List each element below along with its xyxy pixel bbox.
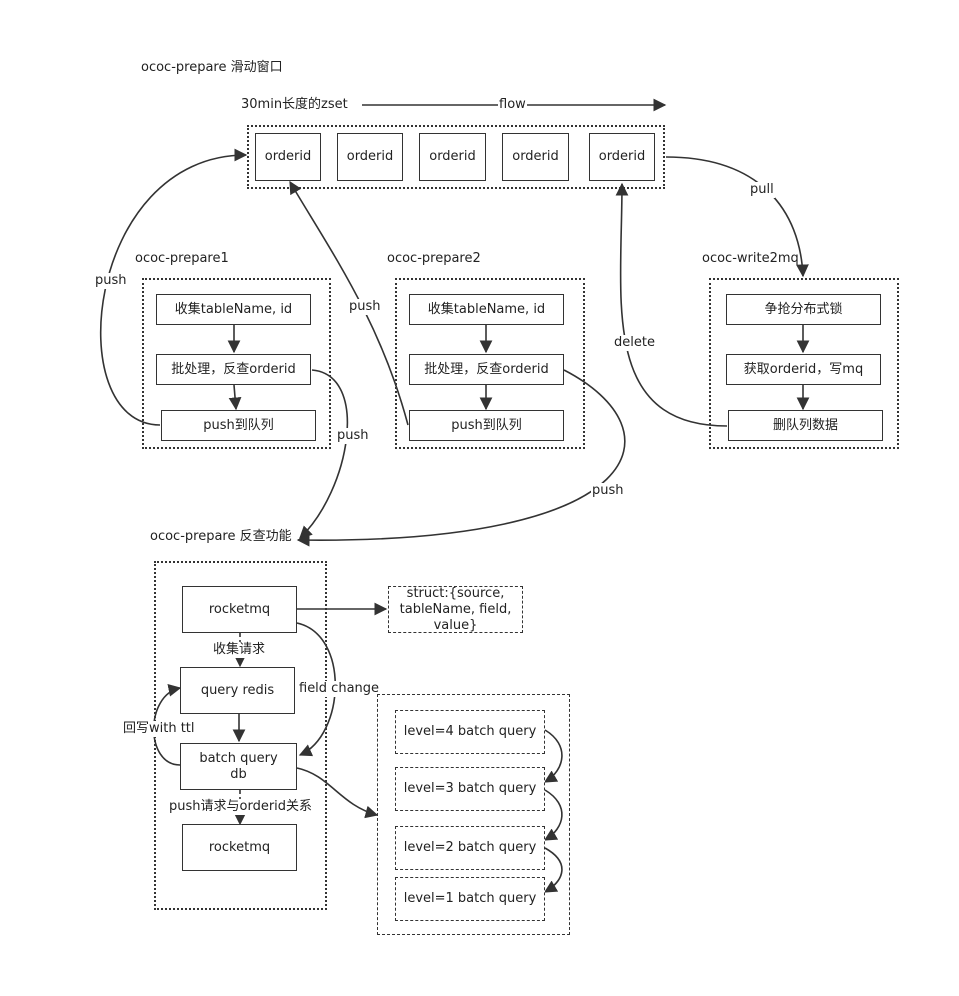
prepare1-batch-node: 批处理，反查orderid (156, 354, 311, 385)
zset-label: 30min长度的zset (241, 97, 348, 112)
sliding-window-title: ococ-prepare 滑动窗口 (141, 60, 283, 75)
push-left-label: push (94, 273, 128, 289)
flow-label: flow (498, 97, 527, 113)
push-left-arrow (100, 148, 248, 426)
push-mid-label: push (348, 299, 382, 315)
batch-level-group (377, 694, 570, 935)
prepare1-title: ococ-prepare1 (135, 251, 229, 266)
p1-arrow-2 (228, 384, 242, 411)
collect-request-label: 收集请求 (212, 642, 267, 658)
level-arrow-3 (543, 847, 563, 893)
prepare1-push-node: push到队列 (161, 410, 316, 441)
zset-item: orderid (589, 133, 655, 181)
zset-item: orderid (255, 133, 321, 181)
pull-label: pull (749, 182, 775, 198)
struct-node: struct:{source, tableName, field, value} (388, 586, 523, 633)
query-redis-node: query redis (180, 667, 295, 714)
prepare2-collect-node: 收集tableName, id (409, 294, 564, 325)
batch-query-db-node: batch query db (180, 743, 297, 790)
zset-item: orderid (337, 133, 403, 181)
level-arrow-2 (543, 789, 563, 841)
write2mq-container (709, 278, 899, 449)
level-node: level=2 batch query (395, 826, 545, 870)
zset-container (247, 125, 665, 189)
delete-label: delete (613, 335, 656, 351)
prepare1-collect-node: 收集tableName, id (156, 294, 311, 325)
level-node: level=3 batch query (395, 767, 545, 811)
write2mq-lock-node: 争抢分布式锁 (726, 294, 881, 325)
level-node: level=4 batch query (395, 710, 545, 754)
rocketmq-bottom-node: rocketmq (182, 824, 297, 871)
push-p2-label: push (591, 483, 625, 499)
write2mq-title: ococ-write2mq (702, 251, 799, 266)
rocketmq-top-node: rocketmq (182, 586, 297, 633)
prepare2-batch-node: 批处理，反查orderid (409, 354, 564, 385)
push-relation-label: push请求与orderid关系 (168, 799, 314, 815)
write-back-label: 回写with ttl (122, 721, 196, 737)
reverse-title: ococ-prepare 反查功能 (150, 529, 292, 544)
prepare1-container (142, 278, 331, 449)
zset-item: orderid (502, 133, 569, 181)
field-change-label: field change (298, 681, 381, 697)
batch-to-levels-arrow (296, 767, 379, 819)
write2mq-delete-node: 删队列数据 (728, 410, 883, 441)
prepare2-push-node: push到队列 (409, 410, 564, 441)
zset-item: orderid (419, 133, 486, 181)
prepare2-container (395, 278, 585, 449)
push-p1-label: push (336, 428, 370, 444)
push-p2-arrow (296, 369, 626, 547)
prepare2-title: ococ-prepare2 (387, 251, 481, 266)
write2mq-get-node: 获取orderid，写mq (726, 354, 881, 385)
level-arrow-1 (543, 729, 563, 783)
level-node: level=1 batch query (395, 877, 545, 921)
